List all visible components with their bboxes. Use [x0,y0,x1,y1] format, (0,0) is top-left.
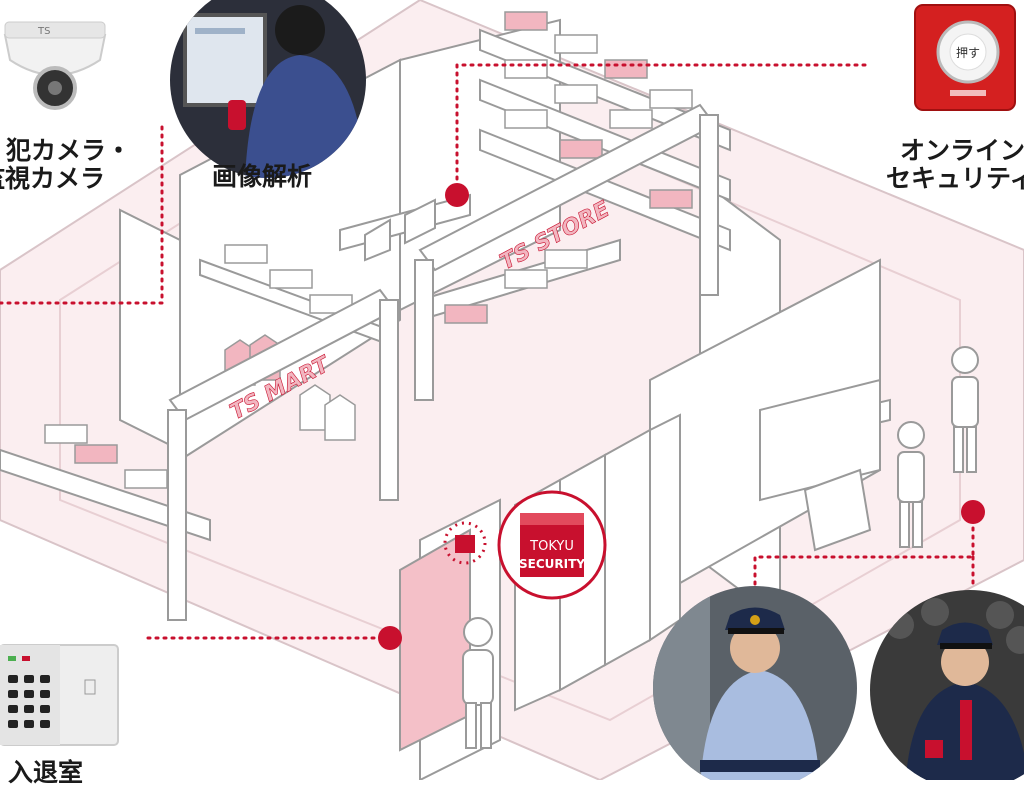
laptops [364,198,436,262]
person-outline [462,617,494,749]
image-analysis-photo [170,0,366,178]
desk [759,378,881,502]
alarm-button-photo: 押す [873,0,1024,157]
door-card-reader [455,535,475,553]
alarm-button-text: 押す [956,46,980,60]
label-online-line1: オンライン [900,136,1024,165]
guard-photo-1 [653,586,857,780]
entry-keypad-photo [0,595,155,780]
logo-line1: TOKYU [529,539,574,554]
label-online-line2: セキュリティ [886,164,1024,193]
logo-line2: SECURITY [519,557,585,571]
guard-outline-1 [951,346,979,473]
label-camera-line1: 犯カメラ・ [6,136,132,165]
chair [803,468,872,552]
tokyu-security-logo: TOKYU SECURITY [497,490,607,600]
label-camera-line2: 監視カメラ [0,164,106,193]
connector-lines [0,63,975,640]
camera-brand: TS [37,26,50,37]
reader-highlight [443,521,487,565]
label-entry-exit: 入退室 [8,758,84,787]
label-image-analysis: 画像解析 [212,162,313,191]
guard-outline-2 [897,421,925,548]
connector-dots [378,183,985,650]
security-camera-photo: TS [0,0,152,157]
folded-clothes [44,11,693,489]
